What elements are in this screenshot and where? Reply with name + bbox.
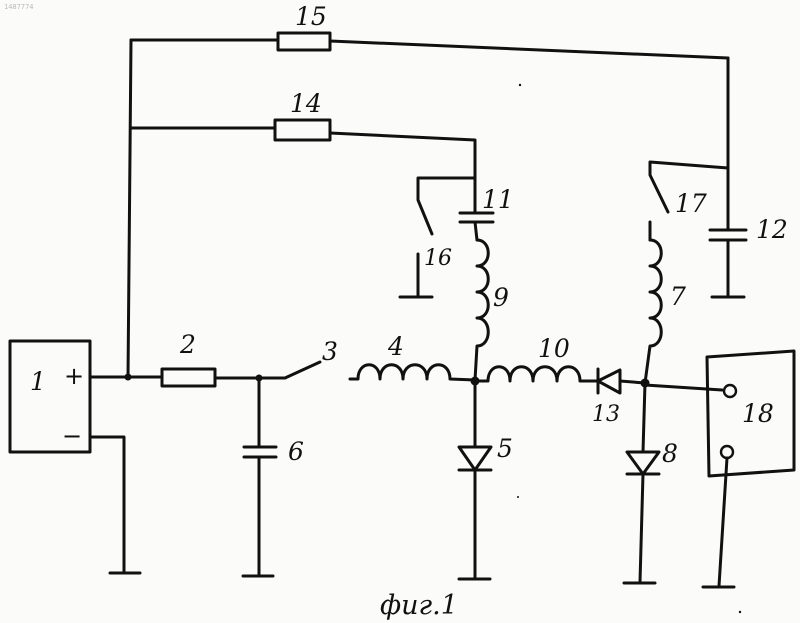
label-11: 11 — [482, 185, 514, 214]
switch-17: 17 — [650, 162, 728, 240]
inductor-10: 10 — [475, 334, 598, 381]
resistor-14: 14 — [131, 89, 475, 178]
label-15: 15 — [295, 2, 327, 31]
label-8: 8 — [662, 439, 678, 468]
label-6: 6 — [288, 437, 304, 466]
plus-sign: + — [64, 362, 84, 390]
capacitor-11: 11 — [460, 178, 514, 240]
label-4: 4 — [387, 332, 404, 361]
load-18: 18 — [645, 351, 794, 587]
label-9: 9 — [493, 283, 509, 312]
label-3: 3 — [322, 337, 338, 366]
label-14: 14 — [290, 89, 322, 118]
minus-sign: − — [62, 422, 82, 450]
label-1: 1 — [30, 367, 46, 396]
resistor-2: 2 — [162, 330, 285, 386]
switch-3: 3 — [285, 337, 338, 378]
label-18: 18 — [742, 399, 774, 428]
capacitor-12: 12 — [710, 168, 788, 297]
switch-16: 16 — [400, 178, 475, 297]
label-13: 13 — [592, 402, 620, 427]
inductor-9: 9 — [475, 240, 509, 380]
wire-left-vertical — [128, 40, 131, 377]
ground-source — [90, 437, 140, 573]
diode-13: 13 — [592, 369, 645, 427]
label-7: 7 — [670, 282, 686, 311]
figure-caption: фиг.1 — [380, 590, 458, 621]
label-17: 17 — [675, 189, 707, 218]
resistor-15: 15 — [131, 2, 728, 58]
label-16: 16 — [424, 246, 452, 271]
label-12: 12 — [756, 215, 788, 244]
inductor-7: 7 — [645, 240, 686, 383]
label-10: 10 — [538, 334, 570, 363]
capacitor-6: 6 — [243, 375, 304, 577]
diode-8: 8 — [624, 383, 678, 583]
diode-5: 5 — [459, 381, 513, 579]
doc-number: 1487774 — [4, 3, 34, 11]
power-source-1: 1 + − — [10, 341, 90, 452]
label-2: 2 — [179, 330, 196, 359]
label-5: 5 — [497, 434, 513, 463]
inductor-4: 4 — [350, 332, 475, 380]
